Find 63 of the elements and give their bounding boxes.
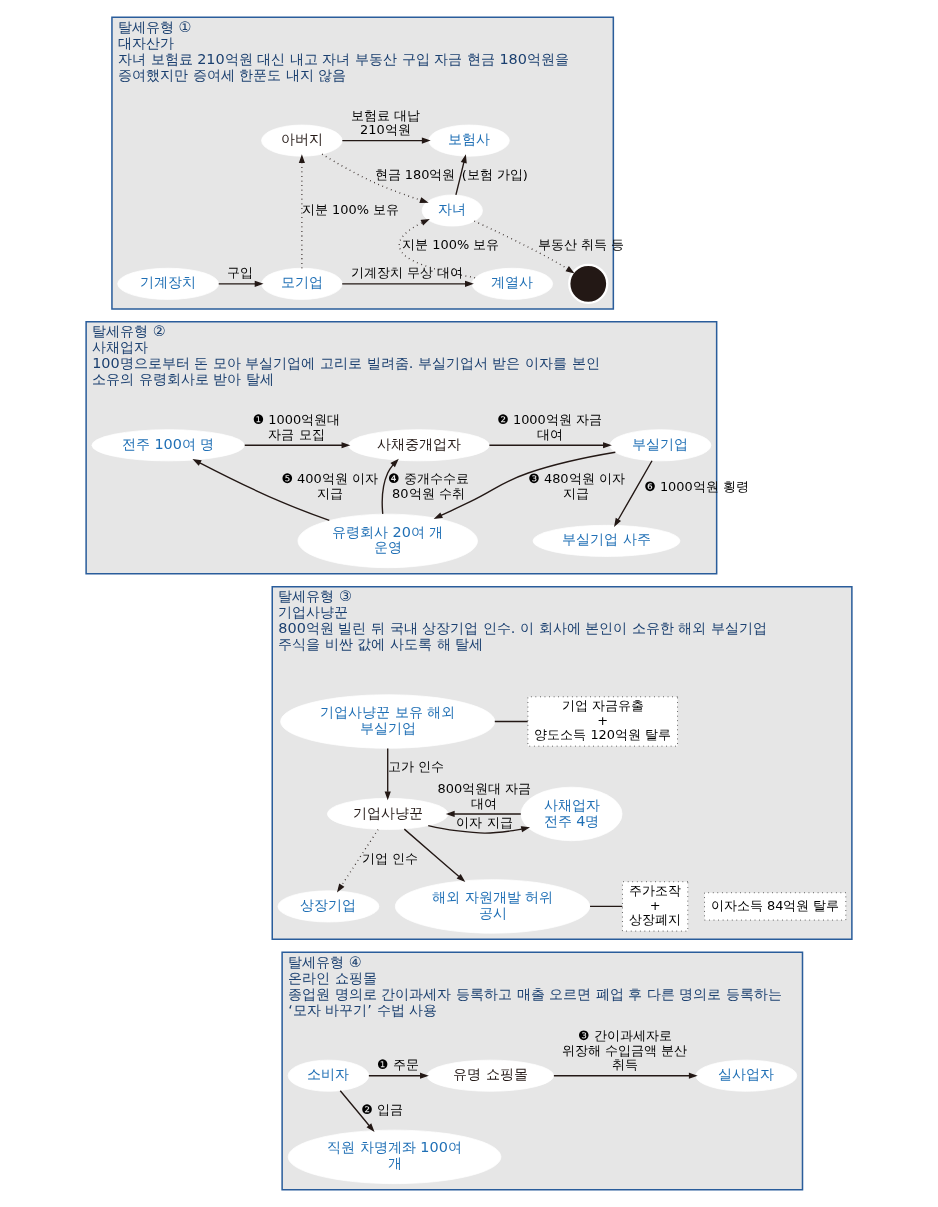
edge-label: 이자 지급 [456,814,513,830]
node-ellipse: 부실기업 사주 [532,524,681,557]
node-ellipse: 실사업자 [695,1059,798,1092]
node-ellipse: 사채중개업자 [348,429,490,462]
node-ellipse: 기업사냥꾼 보유 해외 부실기업 [280,694,496,749]
arrow [427,824,531,834]
edge-label: 지분 100% 보유 [402,236,500,252]
node-ellipse: 모기업 [261,267,343,300]
edge-label: ❷ 입금 [361,1101,403,1117]
arrow [455,154,467,196]
node-ellipse: 전주 100여 명 [91,429,245,462]
connector [589,905,623,908]
arrow [473,220,575,274]
arrow [218,280,264,287]
edge-label: 고가 인수 [388,758,445,774]
edge-label: 기계장치 무상 대여 [350,265,464,281]
edge-label: ❶ 주문 [376,1057,419,1073]
edge-label: ❺ 400억원 이자 지급 [281,471,378,501]
arrow [298,154,305,269]
arrow [339,1090,375,1132]
arrow [341,137,431,144]
arrow [368,1072,429,1079]
node-ellipse: 계열사 [471,267,553,300]
node-box: 기업 자금유출 + 양도소득 120억원 탈루 [527,696,678,747]
arrow [381,458,399,515]
arrow [433,451,616,519]
node-ellipse: 직원 차명계좌 100여 개 [287,1129,502,1185]
edge-label: ❷ 1000억원 자금 대여 [497,412,602,442]
node-ellipse: 유명 쇼핑몰 [426,1059,554,1092]
node-ellipse: 기계장치 [117,267,219,300]
arrow [488,442,612,449]
arrow [321,153,429,203]
arrow [341,280,474,287]
edge-label: ❸ 간이과세자로 위장해 수입금액 분산 취득 [562,1028,688,1073]
arrow [244,442,351,449]
node-ellipse: 보험사 [428,124,510,157]
edge-label: ❹ 중개수수료 80억원 수취 [388,471,469,501]
arrow [445,810,522,818]
node-ellipse: 아버지 [261,124,343,157]
node-ellipse: 해외 자원개발 허위 공시 [394,879,591,934]
edge-label: 기업 인수 [361,851,418,867]
arrow [336,828,379,893]
arrow [403,828,466,883]
arrow [614,460,653,527]
arrow [192,459,330,522]
node-circle [568,263,609,304]
arrow [398,219,476,279]
edge-label: 현금 180억원 [374,166,456,182]
node-box: 이자소득 84억원 탈루 [704,892,847,921]
edge-label: 구입 [227,265,254,281]
arrow [553,1072,698,1079]
edge-label: (보험 가입) [461,166,528,182]
node-ellipse: 소비자 [287,1059,370,1092]
arrow [384,747,391,801]
edge-label: 지분 100% 보유 [301,201,400,217]
edge-label: 보험료 대납 210억원 [350,107,420,138]
connector [494,720,529,723]
edge-label: ❶ 1000억원대 자금 모집 [252,412,341,442]
node-ellipse: 기업사냥꾼 [327,798,449,830]
node-ellipse: 부실기업 [609,429,712,462]
edge-label: ❸ 480억원 이자 지급 [528,471,625,501]
node-ellipse: 상장기업 [277,890,380,923]
node-box: 주가조작 + 상장폐지 [622,881,689,932]
